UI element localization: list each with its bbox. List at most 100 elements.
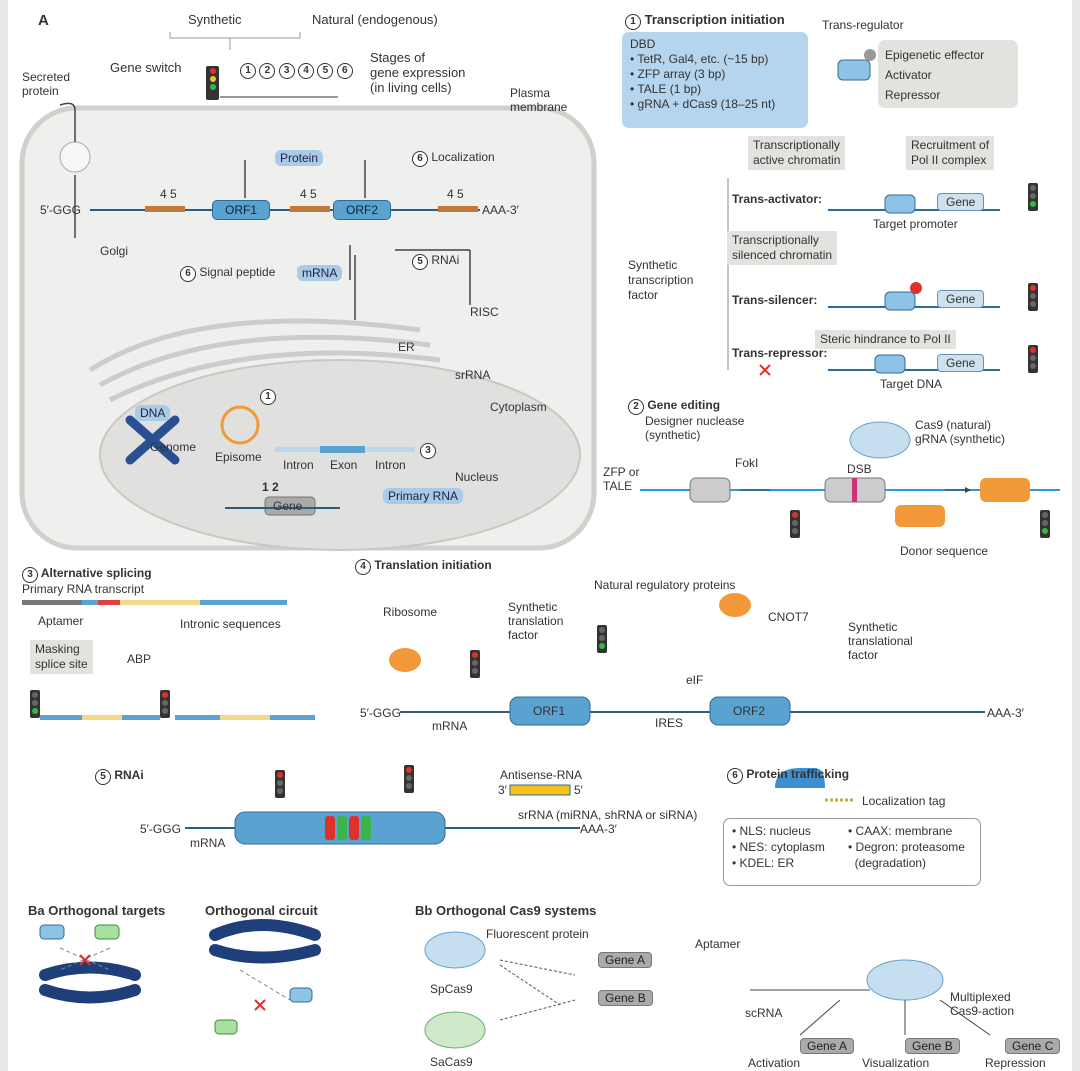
antisense-label: Antisense-RNA	[500, 768, 583, 782]
gene-box: Gene	[937, 290, 985, 309]
transcript-label: Primary RNA transcript	[22, 582, 145, 596]
stage-45: 4 5	[300, 187, 317, 201]
trans-silencer-label: Trans-silencer:	[732, 293, 818, 307]
stage-2: 2	[259, 63, 276, 79]
section-title: Orthogonal targets	[48, 903, 166, 918]
ires-label: IRES	[655, 716, 684, 730]
primary-rna-badge: Primary RNA	[383, 488, 464, 505]
genome-chromosome	[125, 415, 180, 465]
section-title: Orthogonal Cas9 systems	[435, 903, 597, 918]
localization-label: Localization	[431, 150, 495, 164]
section-number: 5	[95, 769, 111, 785]
dsb-label: DSB	[847, 462, 872, 476]
three-prime: AAA-3′	[482, 203, 519, 217]
traffic-light-off	[160, 690, 170, 718]
gene-box: Gene	[937, 193, 985, 212]
ribosome-label: Ribosome	[383, 605, 438, 619]
traffic-light-off	[1028, 345, 1038, 373]
gene-switch-traffic-light	[206, 66, 219, 100]
stage-12: 1 2	[262, 480, 279, 494]
cas9-label: Cas9 (natural)gRNA (synthetic)	[915, 418, 1006, 446]
activation-label: Activation	[748, 1056, 801, 1070]
stage-1: 1	[240, 63, 256, 79]
gene-a: Gene A	[800, 1038, 855, 1055]
chromosome-circuit	[209, 919, 321, 964]
legend-synthetic: Synthetic	[188, 12, 242, 27]
three-prime: AAA-3′	[580, 822, 617, 836]
gene-b: Gene B	[598, 990, 653, 1007]
gene-a: Gene A	[598, 952, 653, 969]
section-title: Translation initiation	[374, 558, 492, 572]
foki-label: FokI	[735, 456, 759, 470]
section-title: Transcription initiation	[644, 12, 785, 27]
dbd-box	[622, 32, 808, 128]
panel-letter-bb: Bb	[415, 903, 433, 918]
five-prime: 5′-GGG	[40, 203, 81, 217]
stage-6: 6	[336, 63, 353, 79]
section-title: RNAi	[114, 768, 144, 782]
stage-45: 4 5	[160, 187, 177, 201]
effector-box	[878, 40, 1018, 108]
target-dna-label: Target DNA	[880, 377, 943, 391]
gene-switch-label: Gene switch	[110, 60, 182, 75]
section-title: Gene editing	[647, 398, 721, 412]
panel-letter-a: A	[38, 12, 49, 29]
stage-3-marker: 3	[420, 443, 436, 459]
orf2: ORF2	[733, 704, 766, 718]
cytoplasm-label: Cytoplasm	[490, 400, 547, 414]
visualization-label: Visualization	[862, 1056, 930, 1070]
er	[88, 318, 441, 403]
rnai-label: RNAi	[431, 253, 460, 267]
trafficking-col2: • CAAX: membrane• Degron: proteasome (de…	[848, 824, 965, 870]
eif-label: eIF	[686, 673, 704, 687]
mrna-badge: mRNA	[297, 265, 343, 282]
orf1: ORF1	[533, 704, 566, 718]
dbd-list: DBD• TetR, Gal4, etc. (~15 bp)• ZFP arra…	[630, 37, 776, 111]
fluorescent-label: Fluorescent protein	[486, 927, 589, 941]
episome	[220, 405, 260, 445]
panel-letter-ba: Ba	[28, 903, 45, 918]
nucleus-label: Nucleus	[455, 470, 499, 484]
aptamer-label: Aptamer	[695, 937, 741, 951]
mrna-label: mRNA	[190, 836, 226, 850]
traffic-light-on	[597, 625, 607, 653]
er-label: ER	[398, 340, 415, 354]
gene-b: Gene B	[905, 1038, 960, 1055]
section-number: 2	[628, 399, 644, 415]
stage-5-marker: 5	[412, 254, 428, 270]
designer-nuclease-label: Designer nuclease(synthetic)	[645, 414, 745, 442]
episome-label: Episome	[215, 450, 262, 464]
legend-natural: Natural (endogenous)	[312, 12, 438, 27]
left-frame	[0, 0, 8, 1071]
trafficking-box	[723, 818, 981, 886]
srrna-label: srRNA	[455, 368, 491, 382]
traffic-light-on	[1040, 510, 1050, 538]
stage-5: 5	[317, 63, 334, 79]
mrna-label: mRNA	[432, 719, 468, 733]
trafficking-col1: • NLS: nucleus• NES: cytoplasm• KDEL: ER	[732, 824, 825, 870]
stage-6-marker: 6	[412, 151, 428, 167]
circuit-title: Orthogonal circuit	[205, 903, 318, 918]
golgi-label: Golgi	[100, 244, 129, 258]
steric-label: Steric hindrance to Pol II	[815, 330, 956, 349]
gene-box	[264, 496, 316, 516]
chromosome-ba	[39, 961, 141, 1004]
target-promoter-label: Target promoter	[873, 217, 958, 231]
aptamer-label: Aptamer	[38, 614, 84, 628]
intron-label: Intron	[375, 458, 406, 472]
section-title: Alternative splicing	[40, 566, 152, 580]
traffic-light-off	[1028, 283, 1038, 311]
abp-label: ABP	[127, 652, 152, 666]
section-number: 3	[22, 567, 38, 583]
gene-box: Gene	[937, 354, 985, 373]
trans-activator-label: Trans-activator:	[732, 192, 823, 206]
five-prime: 5′-GGG	[140, 822, 181, 836]
stage-4: 4	[298, 63, 315, 79]
sacas9-label: SaCas9	[430, 1055, 473, 1069]
